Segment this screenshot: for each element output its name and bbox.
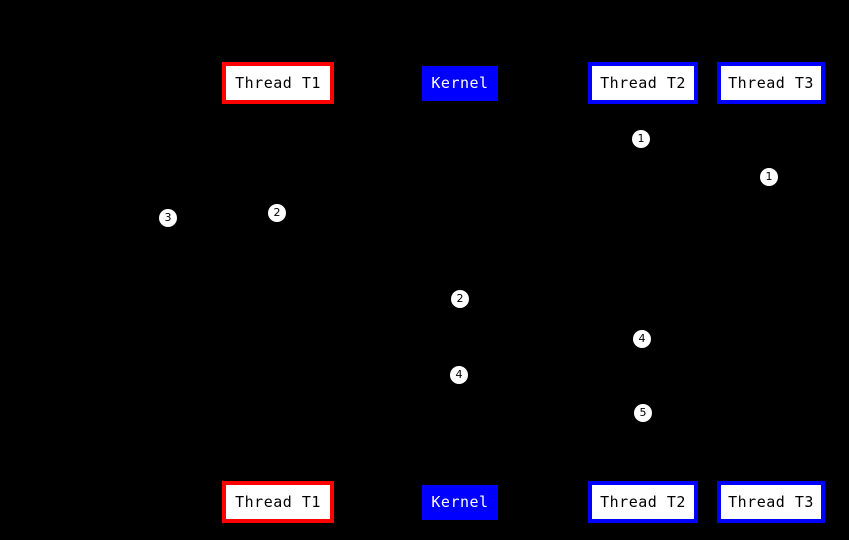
lifeline-stem-t1 [278,104,279,481]
step-badge-7: 4 [450,366,468,384]
participant-label-thread-t3-bottom: Thread T3 [728,492,814,511]
participant-label-thread-t2-top: Thread T2 [600,73,686,92]
participant-label-thread-t1-bottom: Thread T1 [235,492,321,511]
step-badge-3: 3 [159,209,177,227]
participant-box-thread-t1-bottom[interactable]: Thread T1 [222,481,334,523]
participant-box-thread-t2-top[interactable]: Thread T2 [588,62,698,104]
step-badge-6: 4 [633,330,651,348]
participant-box-thread-t2-bottom[interactable]: Thread T2 [588,481,698,523]
participant-label-kernel-top: Kernel [431,74,489,92]
participant-label-thread-t2-bottom: Thread T2 [600,492,686,511]
step-badge-2: 1 [760,168,778,186]
step-badge-8: 5 [634,404,652,422]
lifeline-stem-t2 [643,104,644,481]
participant-box-kernel-top[interactable]: Kernel [422,66,498,101]
participant-label-thread-t3-top: Thread T3 [728,73,814,92]
participant-box-thread-t3-top[interactable]: Thread T3 [717,62,825,104]
step-badge-5: 2 [451,290,469,308]
participant-box-thread-t1-top[interactable]: Thread T1 [222,62,334,104]
lifeline-stem-t3 [771,104,772,481]
step-badge-1: 1 [632,130,650,148]
participant-box-kernel-bottom[interactable]: Kernel [422,485,498,520]
participant-box-thread-t3-bottom[interactable]: Thread T3 [717,481,825,523]
step-badge-4: 2 [268,204,286,222]
participant-label-thread-t1-top: Thread T1 [235,73,321,92]
participant-label-kernel-bottom: Kernel [431,493,489,511]
